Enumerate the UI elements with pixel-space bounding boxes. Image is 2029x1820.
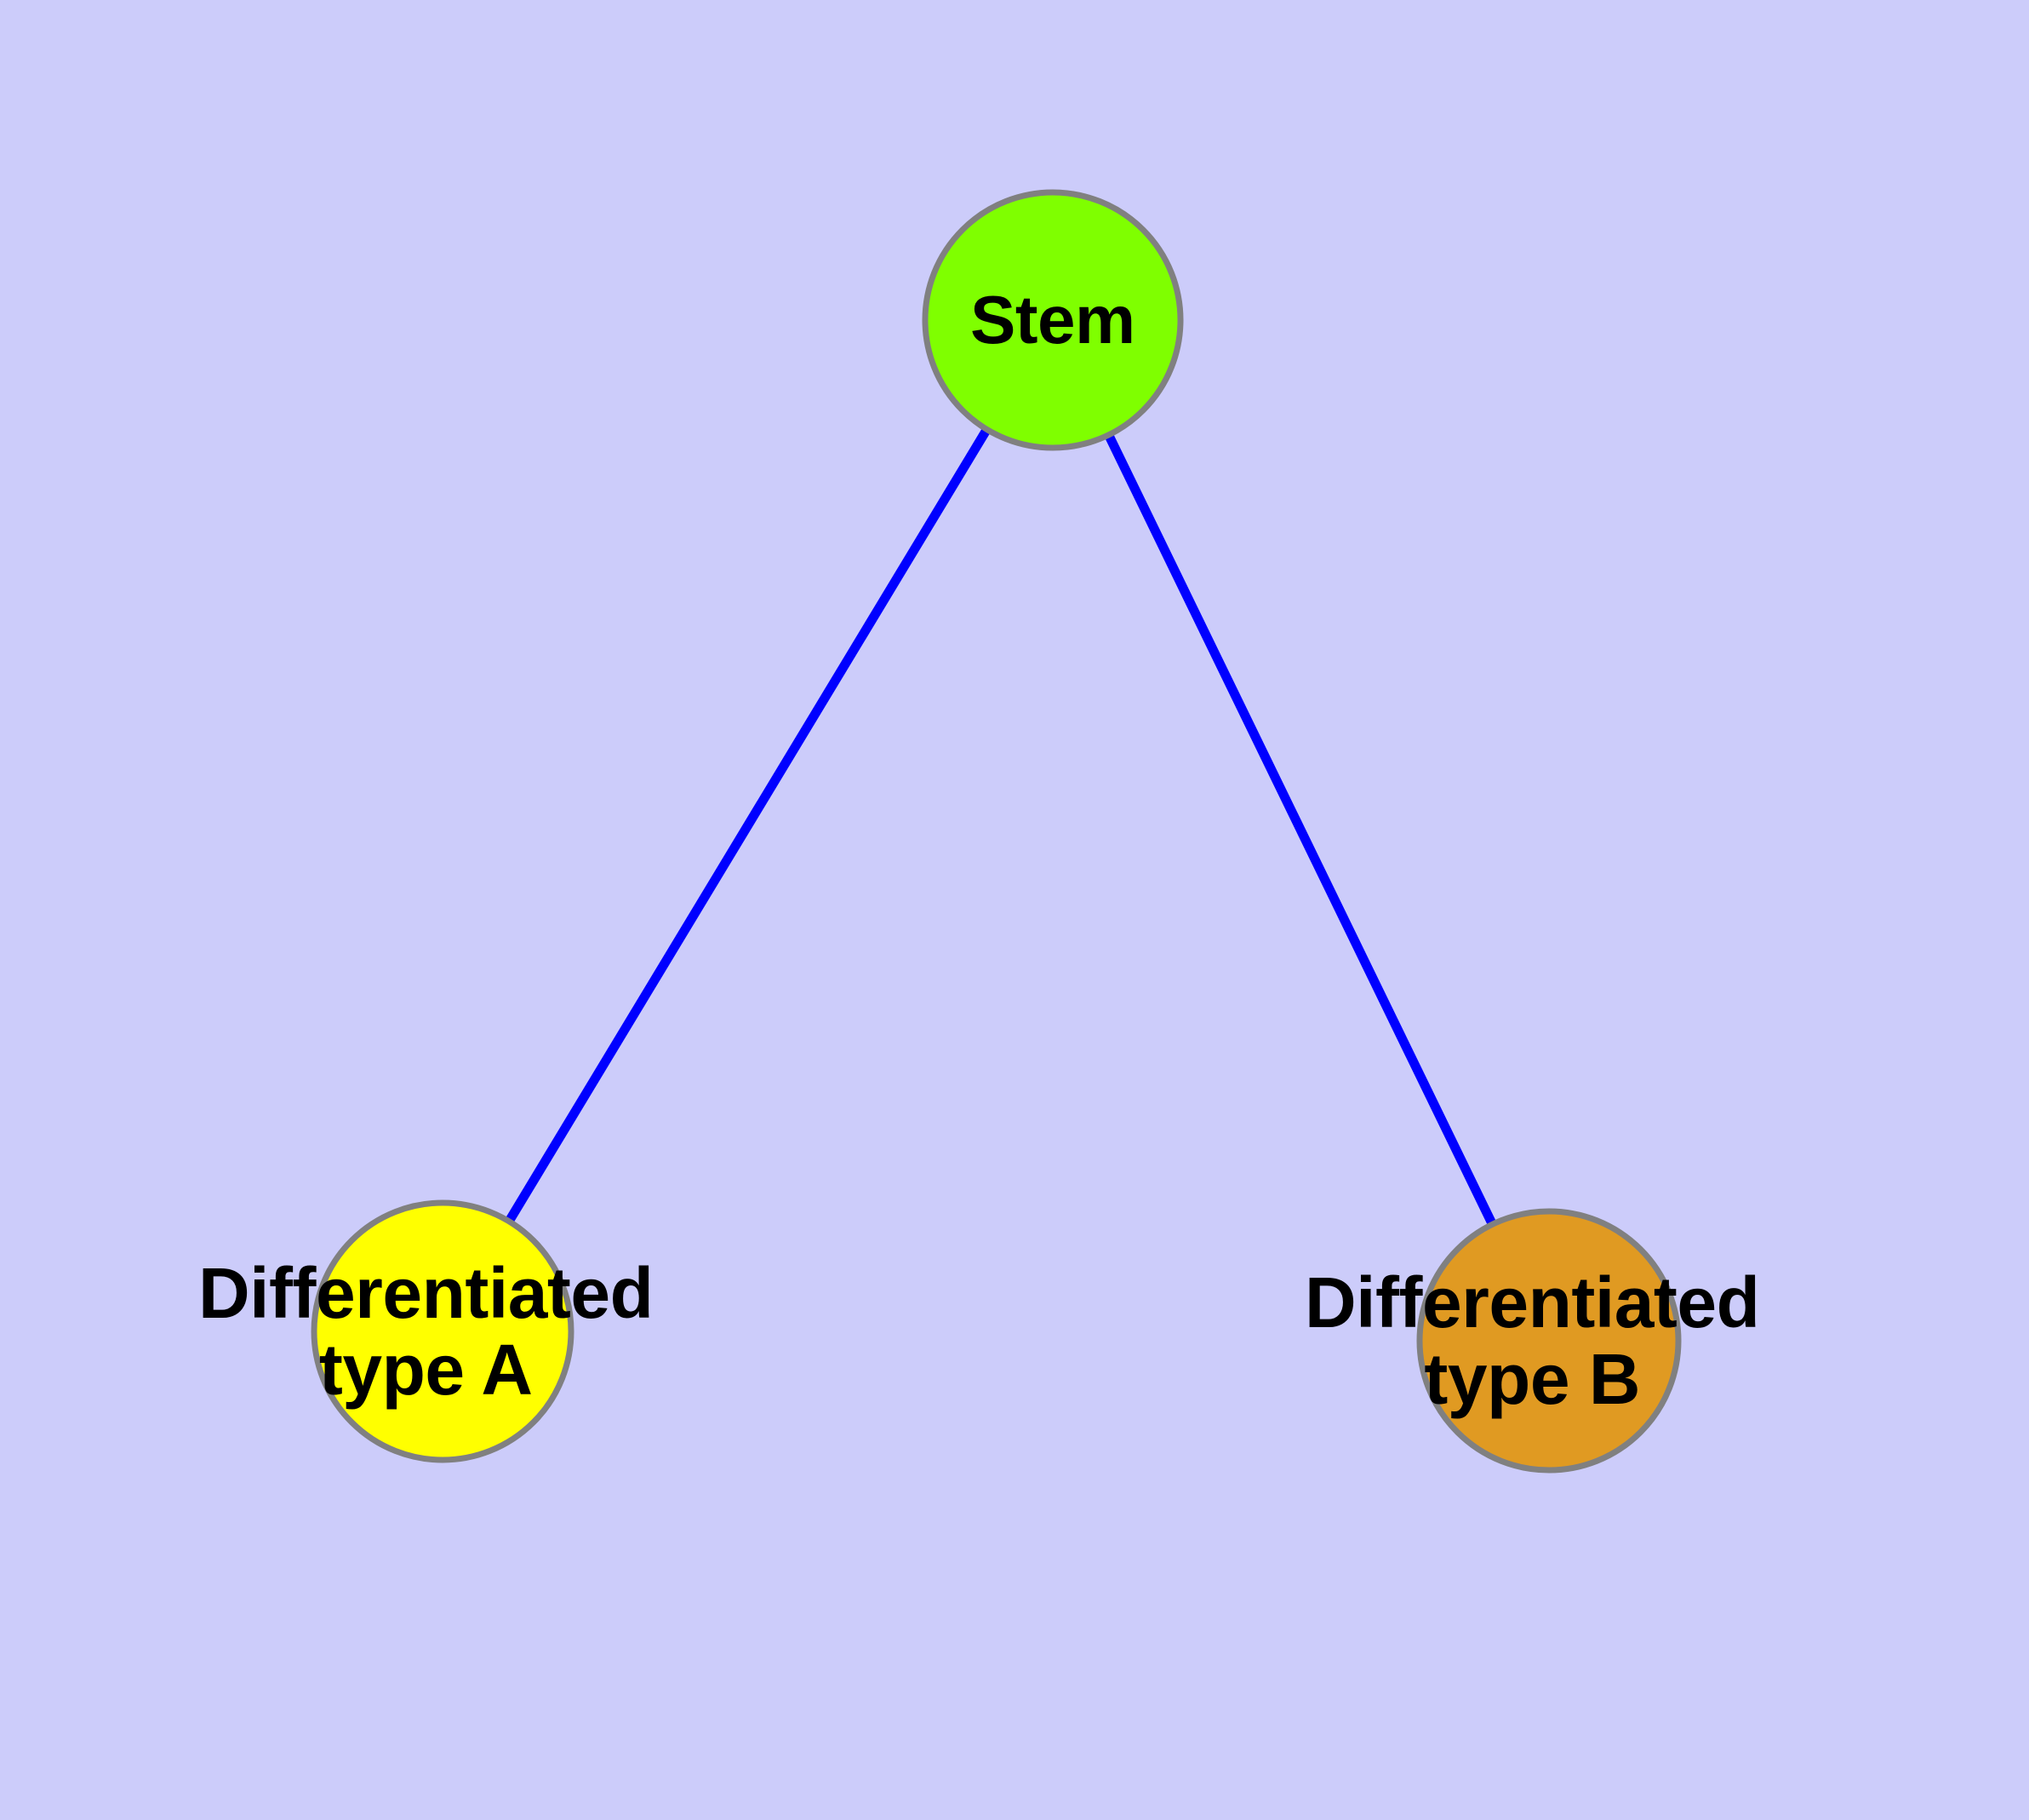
- graph-edge[interactable]: [1049, 318, 1553, 1343]
- node-layer: [311, 189, 1682, 1474]
- graph-edge[interactable]: [438, 318, 1057, 1334]
- graph-node-diff_b[interactable]: [1416, 1208, 1682, 1474]
- graph-node-stem[interactable]: [922, 189, 1184, 451]
- graph-node-diff_a[interactable]: [311, 1199, 574, 1463]
- edge-layer: [438, 318, 1553, 1343]
